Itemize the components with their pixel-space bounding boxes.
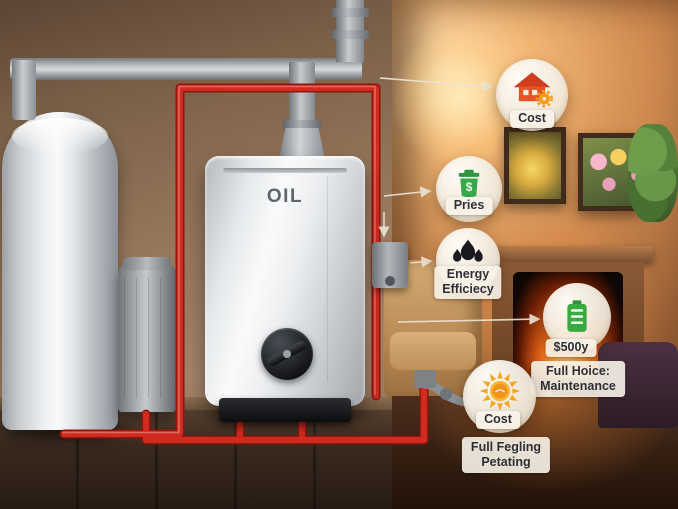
sofa-cushion — [390, 332, 476, 370]
flue-coupling — [331, 8, 369, 17]
oil-boiler: OIL — [205, 156, 365, 422]
house-gear-icon — [513, 72, 553, 108]
fireplace-mantel — [483, 246, 653, 262]
battery-checklist-icon — [567, 300, 587, 332]
flue-coupling — [331, 30, 369, 39]
flue-collar-ring — [283, 120, 321, 130]
left-flue-elbow — [12, 60, 36, 120]
expansion-vessel — [118, 257, 176, 412]
fueling-sublabel-line2: Petating — [481, 455, 531, 469]
junction-box — [372, 242, 408, 288]
energy-label-line2: Efficiecy — [442, 282, 494, 296]
callout-connector-lines — [378, 77, 541, 325]
sun-badge-icon — [479, 370, 520, 411]
maintenance-value: $500y — [545, 339, 597, 357]
svg-text:$: $ — [466, 180, 473, 194]
callout-fueling-label: Cost — [476, 411, 520, 429]
boiler-dial — [261, 328, 313, 380]
callout-prices-label: Pries — [445, 197, 493, 215]
callout-maintenance-label: Full Hoice: Maintenance — [531, 361, 625, 397]
callout-energy-label: Energy Efficiecy — [434, 266, 502, 299]
boiler-oil-label: OIL — [266, 186, 304, 207]
dial-center — [283, 350, 291, 358]
flames-icon — [453, 239, 483, 262]
maintenance-label-line2: Maintenance — [540, 379, 616, 393]
potted-plant — [628, 124, 678, 222]
horizontal-flue-pipe — [10, 58, 362, 80]
fueling-sublabel-line1: Full Fegling — [470, 440, 542, 454]
oil-storage-tank — [2, 112, 118, 430]
callout-cost-label: Cost — [510, 110, 554, 128]
wall-picture-flowers-1 — [504, 127, 566, 204]
fueling-sublabel: Full Fegling Petating — [461, 437, 551, 473]
price-bin-icon: $ — [458, 169, 480, 198]
callout-fueling-bubble — [463, 360, 536, 433]
boiler-flue-collar — [279, 128, 325, 160]
red-heating-pipes — [59, 83, 429, 445]
maintenance-label-line1: Full Hoice: — [546, 364, 610, 378]
boiler-base — [219, 398, 351, 422]
energy-label-line1: Energy — [446, 267, 490, 281]
